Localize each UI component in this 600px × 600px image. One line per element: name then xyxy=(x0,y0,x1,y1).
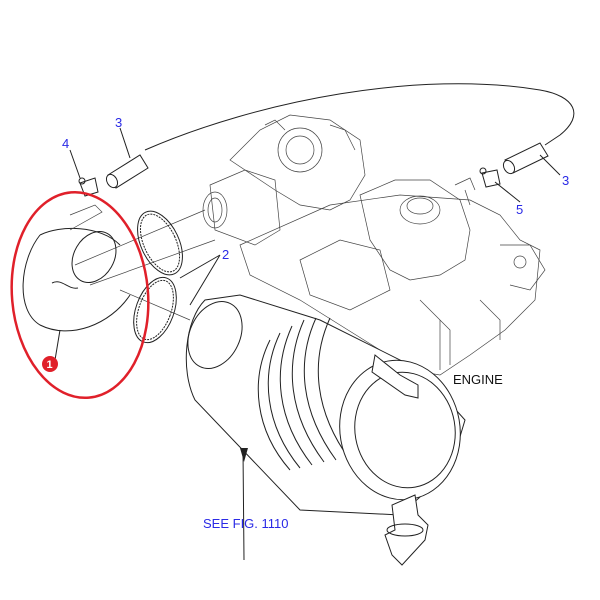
leader-lines xyxy=(74,209,216,321)
callout-leaders xyxy=(54,127,561,561)
callout-part-5[interactable]: 5 xyxy=(516,202,523,217)
callout-part-2[interactable]: 2 xyxy=(222,247,229,262)
hose-clamps-2 xyxy=(133,210,183,344)
hose-elbow-1 xyxy=(22,204,131,332)
see-fig-link[interactable]: SEE FIG. 1110 xyxy=(203,516,289,531)
hose-coupling-right xyxy=(502,142,549,175)
callout-part-1[interactable]: 1 xyxy=(47,359,53,371)
highlight-ellipse xyxy=(10,190,150,400)
engine-label: ENGINE xyxy=(453,372,503,387)
air-cleaner-drawing xyxy=(185,294,466,566)
small-clamp-4 xyxy=(78,177,99,197)
arrow-head-icon xyxy=(240,448,248,462)
callout-part-3-right[interactable]: 3 xyxy=(562,173,569,188)
hose-line xyxy=(144,83,575,151)
hose-coupling-left xyxy=(105,154,149,189)
engine-drawing xyxy=(202,114,546,376)
callout-part-1-badge[interactable]: 1 xyxy=(42,356,58,372)
badge-circle xyxy=(42,356,58,372)
callout-part-3-left[interactable]: 3 xyxy=(115,115,122,130)
callout-part-4[interactable]: 4 xyxy=(62,136,69,151)
